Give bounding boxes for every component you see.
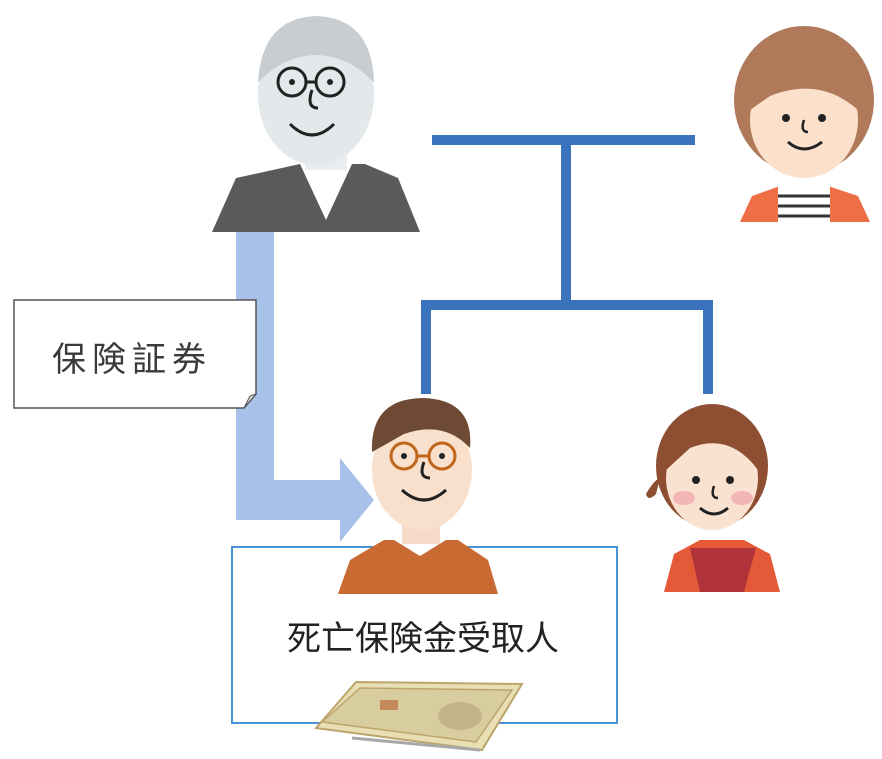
family-tree-lines (421, 135, 713, 394)
grandmother-illustration (734, 26, 874, 222)
insurance-certificate-label: 保険証券 (52, 339, 212, 380)
son-illustration (338, 398, 498, 594)
daughter-illustration (646, 404, 780, 592)
death-benefit-recipient-label: 死亡保険金受取人 (287, 618, 559, 659)
insurance-certificate-note (13, 299, 258, 409)
grandfather-illustration (212, 16, 420, 232)
banknote-bundle-icon (314, 680, 524, 752)
